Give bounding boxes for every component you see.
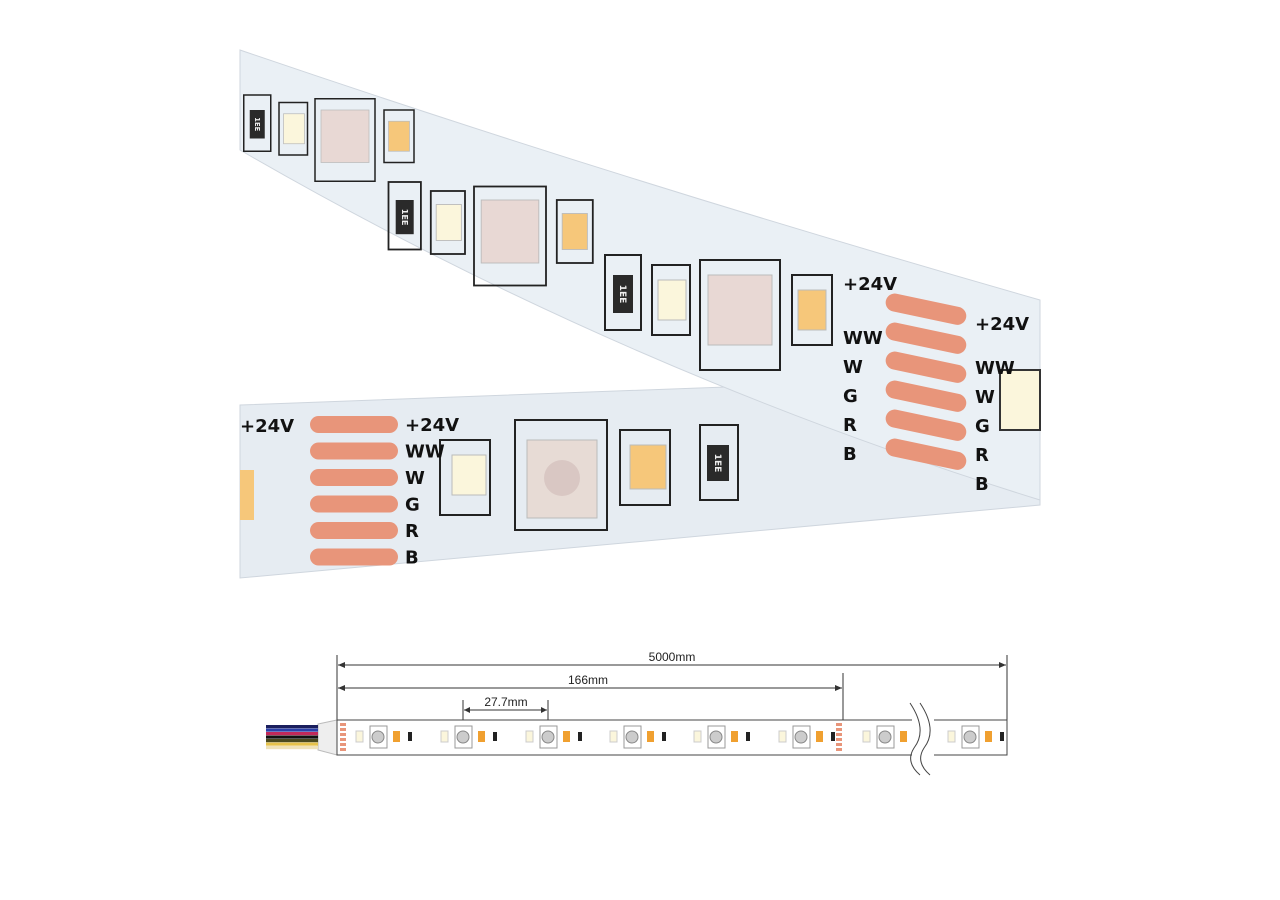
wire bbox=[266, 739, 318, 743]
diagram-pad bbox=[836, 728, 842, 731]
rgb-led bbox=[480, 199, 540, 264]
pad-label: G bbox=[843, 386, 858, 407]
diagram-pad bbox=[340, 728, 346, 731]
diagram-led-unit bbox=[693, 725, 750, 749]
solder-pad bbox=[885, 351, 967, 383]
pad-label: WW bbox=[843, 328, 883, 349]
diagram-pad bbox=[340, 738, 346, 741]
warm-white-led bbox=[797, 289, 827, 331]
led-group: 1EE bbox=[387, 181, 594, 287]
wire bbox=[266, 732, 318, 736]
pad-label: G bbox=[405, 495, 420, 516]
wire bbox=[266, 728, 318, 732]
wire bbox=[266, 746, 318, 750]
diagram-pad bbox=[836, 723, 842, 726]
pad-label: R bbox=[975, 445, 989, 466]
total-length-label: 5000mm bbox=[649, 650, 696, 664]
diagram-pad bbox=[836, 748, 842, 751]
diagram-led-unit bbox=[862, 725, 919, 749]
diagram-pad bbox=[836, 738, 842, 741]
warm-white-led bbox=[388, 120, 410, 152]
diagram-led-unit bbox=[440, 725, 497, 749]
pad-label: W bbox=[405, 468, 425, 489]
solder-pad bbox=[310, 522, 398, 539]
led-group: 1EE bbox=[604, 254, 833, 371]
diagram-led-unit bbox=[778, 725, 835, 749]
pad-label: +24V bbox=[843, 274, 897, 295]
pad-label: W bbox=[975, 387, 995, 408]
resistor-marking: 1EE bbox=[400, 209, 410, 226]
wire bbox=[266, 725, 318, 729]
solder-pad bbox=[310, 469, 398, 486]
warm-white-led bbox=[561, 213, 588, 250]
wire bbox=[266, 735, 318, 739]
cut-length-label: 166mm bbox=[568, 673, 608, 687]
led-group: 1EE bbox=[243, 94, 415, 182]
solder-pad bbox=[885, 438, 967, 470]
solder-pad bbox=[885, 380, 967, 412]
warm-white-led bbox=[629, 444, 667, 490]
wire bbox=[266, 742, 318, 746]
break-mark bbox=[909, 702, 921, 776]
diagram-led-unit bbox=[525, 725, 582, 749]
pad-label: B bbox=[975, 474, 989, 495]
pad-label: +24V bbox=[975, 314, 1029, 335]
lower-led-group: 1EE bbox=[240, 419, 739, 531]
pad-label: R bbox=[405, 521, 419, 542]
resistor-marking: 1EE bbox=[253, 117, 261, 131]
pad-label: WW bbox=[975, 358, 1015, 379]
solder-pad bbox=[310, 548, 398, 566]
rgb-led bbox=[320, 109, 370, 163]
diagram-pad bbox=[836, 733, 842, 736]
diagram-pad bbox=[340, 743, 346, 746]
dimension-diagram: 5000mm 166mm 27.7mm bbox=[266, 650, 1008, 776]
white-led bbox=[435, 204, 462, 241]
rgb-led bbox=[707, 274, 773, 346]
resistor-marking: 1EE bbox=[712, 454, 722, 473]
white-led bbox=[283, 113, 305, 145]
diagram-led-unit bbox=[947, 725, 1004, 749]
pad-label: B bbox=[405, 548, 419, 569]
solder-pad bbox=[885, 409, 967, 441]
pad-label: WW bbox=[405, 442, 445, 463]
pad-label: B bbox=[843, 444, 857, 465]
diagram-pad bbox=[340, 748, 346, 751]
diagram-led-unit bbox=[609, 725, 666, 749]
upper-led-strip: 1EE 1EE 1EE bbox=[239, 49, 1041, 501]
white-led bbox=[657, 279, 687, 321]
diagram-led-unit bbox=[355, 725, 412, 749]
led-group bbox=[999, 369, 1041, 431]
resistor-marking: 1EE bbox=[617, 285, 627, 304]
resistor bbox=[249, 110, 265, 139]
solder-pad bbox=[885, 293, 967, 325]
resistor bbox=[395, 200, 414, 235]
led-pitch-label: 27.7mm bbox=[484, 695, 527, 709]
pad-label: G bbox=[975, 416, 990, 437]
wire-bundle bbox=[266, 725, 318, 750]
solder-pad bbox=[310, 495, 398, 513]
pad-label: W bbox=[843, 357, 863, 378]
solder-pad bbox=[310, 442, 398, 460]
solder-pad bbox=[310, 416, 398, 433]
solder-pad bbox=[885, 322, 967, 354]
pad-label: R bbox=[843, 415, 857, 436]
diagram-pad bbox=[340, 733, 346, 736]
diagram-pad bbox=[836, 743, 842, 746]
pad-label: +24V bbox=[240, 416, 294, 437]
resistor bbox=[707, 445, 729, 481]
resistor bbox=[613, 275, 633, 313]
pad-label: +24V bbox=[405, 415, 459, 436]
strip-outline bbox=[336, 719, 1008, 756]
diagram-pad bbox=[340, 723, 346, 726]
